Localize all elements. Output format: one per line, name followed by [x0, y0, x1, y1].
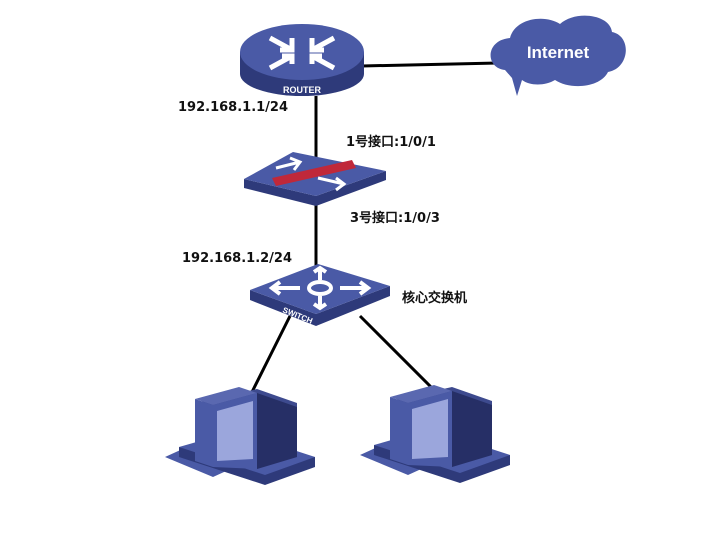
links: [250, 61, 499, 393]
internet-label: Internet: [527, 43, 590, 62]
firewall-port3-label: 3号接口:1/0/3: [350, 211, 440, 226]
firewall-port1-label: 1号接口:1/0/1: [346, 135, 436, 150]
pc-1-icon: [165, 387, 315, 485]
router-label: ROUTER: [283, 85, 322, 95]
router-icon: ROUTER: [240, 24, 364, 96]
router-ip-label: 192.168.1.1/24: [178, 100, 289, 115]
pc-2-icon: [360, 385, 510, 483]
core-switch-name-label: 核心交换机: [402, 291, 468, 306]
link-switch-pc2: [358, 314, 434, 390]
link-switch-pc1: [250, 315, 292, 393]
switch-ip-label: 192.168.1.2/24: [182, 251, 293, 266]
firewall-icon: [244, 152, 386, 206]
internet-cloud-icon: Internet: [490, 15, 626, 97]
link-router-internet: [361, 61, 499, 68]
switch-icon: SWITCH: [250, 264, 390, 326]
